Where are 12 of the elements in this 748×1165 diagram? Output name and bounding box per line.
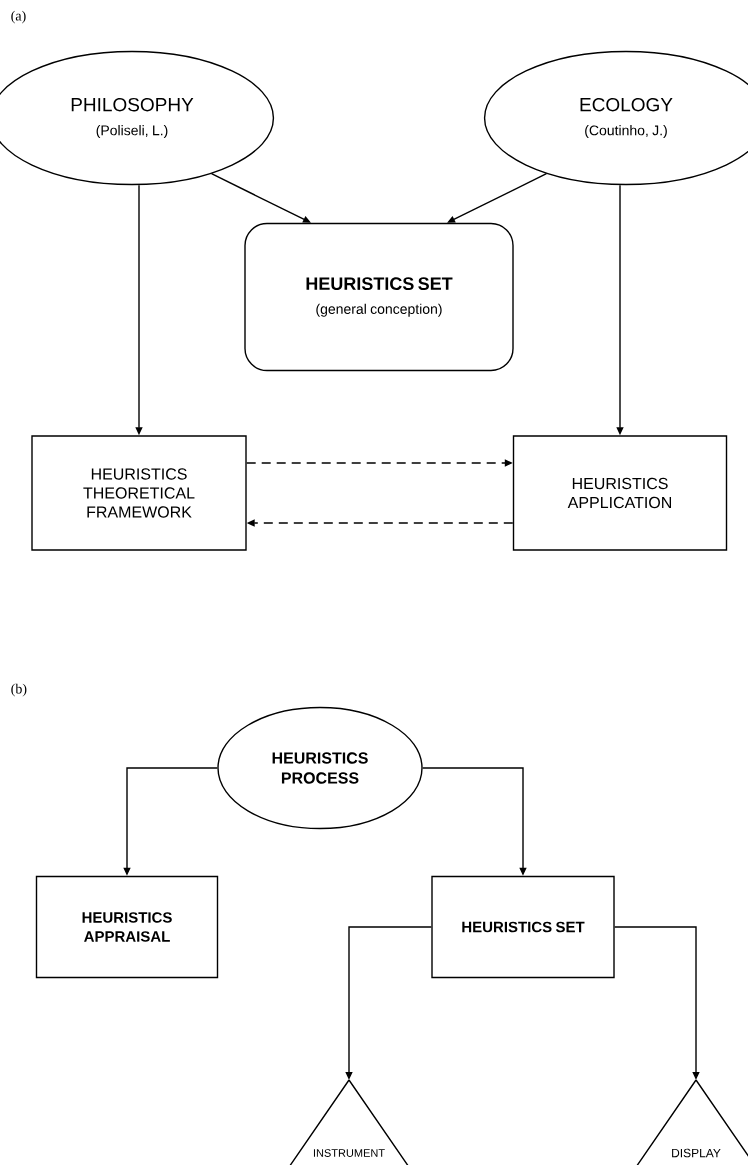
triangle-node: INSTRUMENT: [286, 1079, 412, 1165]
process-box: HEURISTICS APPRAISAL: [35, 875, 219, 979]
rounded-box: HEURISTICS SET (general conception): [244, 222, 514, 372]
process-box: HEURISTICS SET: [431, 875, 615, 979]
arrow: [447, 173, 548, 223]
process-box: HEURISTICS APPLICATION: [512, 435, 728, 551]
process-box: HEURISTICS THEORETICAL FRAMEWORK: [31, 435, 247, 551]
panel-label: (a): [11, 10, 26, 24]
ellipse-node: HEURISTICS PROCESS: [217, 706, 423, 830]
triangle-node: DISPLAY: [633, 1079, 748, 1165]
panel-label: (b): [11, 683, 27, 697]
arrow: [210, 173, 311, 223]
